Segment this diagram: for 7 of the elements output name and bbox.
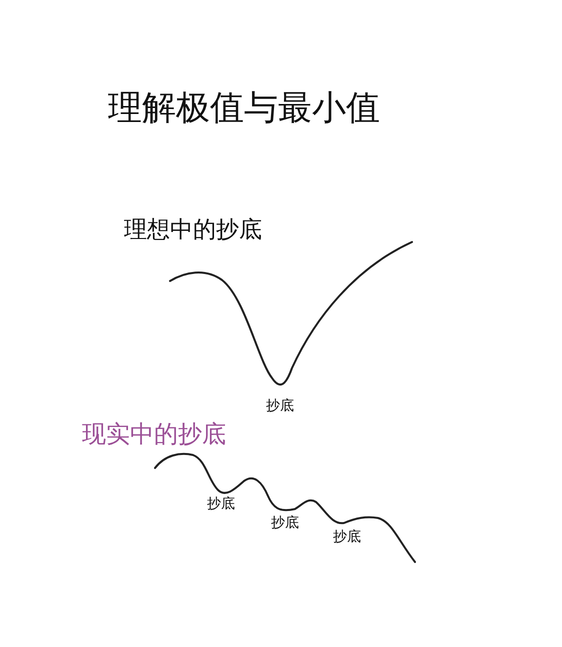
heading: 现实中的抄底: [82, 421, 226, 448]
title: 理解极值与最小值: [108, 90, 380, 128]
curve-label: 抄底: [266, 399, 294, 414]
curve-label: 抄底: [333, 530, 361, 546]
heading: 理想中的抄底: [124, 218, 262, 244]
curve-label: 抄底: [207, 497, 235, 512]
curve-label: 抄底: [271, 516, 299, 532]
